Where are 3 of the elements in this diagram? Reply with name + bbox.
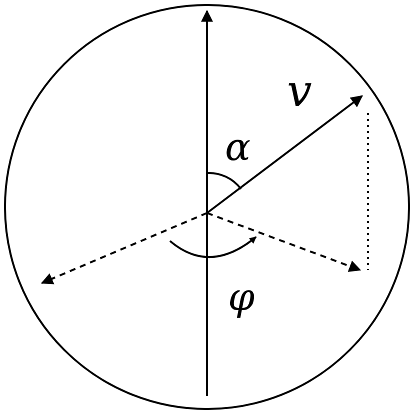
vector-label: v	[287, 70, 312, 114]
angle-label: φ	[228, 278, 255, 316]
angle-label: α	[225, 128, 251, 166]
